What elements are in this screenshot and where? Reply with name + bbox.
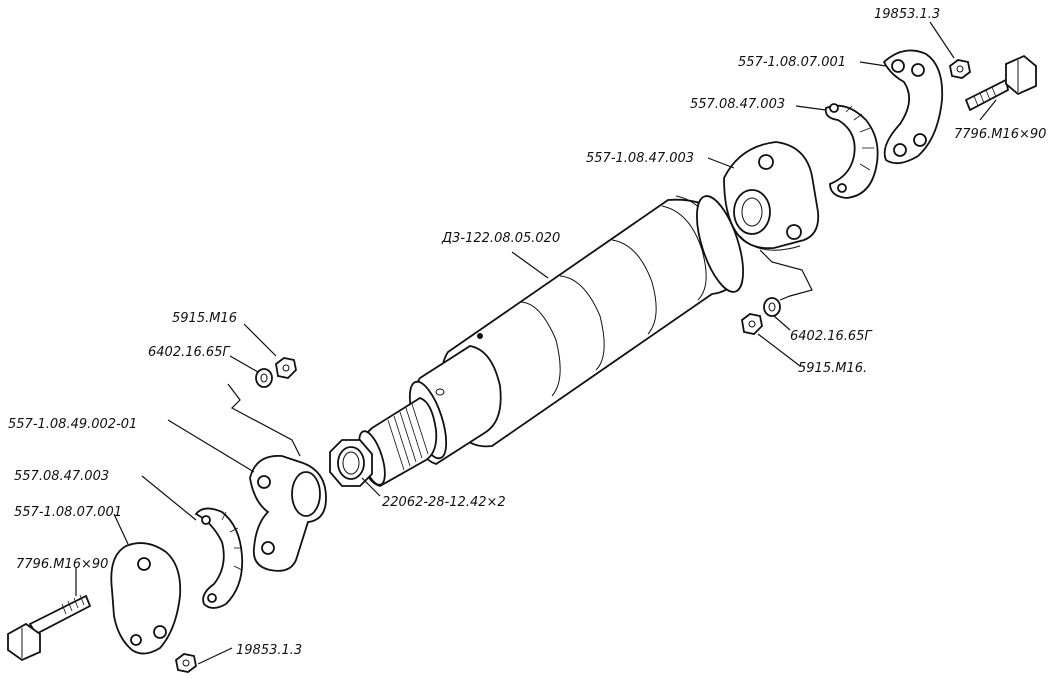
label-557-1-08-47-003: 557-1.08.47.003 [586,151,694,166]
label-7796-left: 7796.M16×90 [16,557,108,572]
washer-6402-left [255,368,273,388]
label-557-08-47-003-left: 557.08.47.003 [14,469,109,484]
flange-557-1-08-49-002-01 [249,455,327,572]
bolt-7796-right [964,54,1037,112]
label-6402-left: 6402.16.65Г [148,345,231,360]
leader-lines [75,21,997,665]
label-d3-122-08-05-020: Д3-122.08.05.020 [441,231,560,246]
label-6402-right: 6402.16.65Г [790,329,873,344]
bolt-7796-left [7,594,92,662]
nut-5915-left [275,357,297,379]
label-557-1-08-07-001-left: 557-1.08.07.001 [14,505,122,520]
hex-nut-22062 [329,439,373,487]
label-19853-right: 19853.1.3 [874,7,940,22]
part-labels: 19853.1.3 557-1.08.07.001 557.08.47.003 … [8,7,1046,658]
label-557-1-08-49-002-01: 557-1.08.49.002-01 [8,417,137,432]
gasket-557-08-47-003-right [824,103,879,199]
label-5915-right: 5915.M16. [798,361,867,376]
flange-557-1-08-47-003 [723,141,820,251]
label-5915-left: 5915.M16 [172,311,237,326]
clamp-half-557-1-08-07-001-left [110,542,182,655]
label-557-1-08-07-001-right: 557-1.08.07.001 [738,55,846,70]
nut-5915-right [741,313,763,335]
washer-6402-right [763,297,781,317]
label-22062: 22062-28-12.42×2 [382,495,506,510]
nut-19853-left [175,653,197,673]
label-557-08-47-003-right: 557.08.47.003 [690,97,785,112]
label-7796-right: 7796.M16×90 [954,127,1046,142]
gasket-557-08-47-003-left [194,507,244,609]
main-cylinder [358,195,744,487]
nut-19853-right [949,59,971,79]
label-19853-left: 19853.1.3 [236,643,302,658]
clamp-half-557-1-08-07-001-right [882,49,944,165]
